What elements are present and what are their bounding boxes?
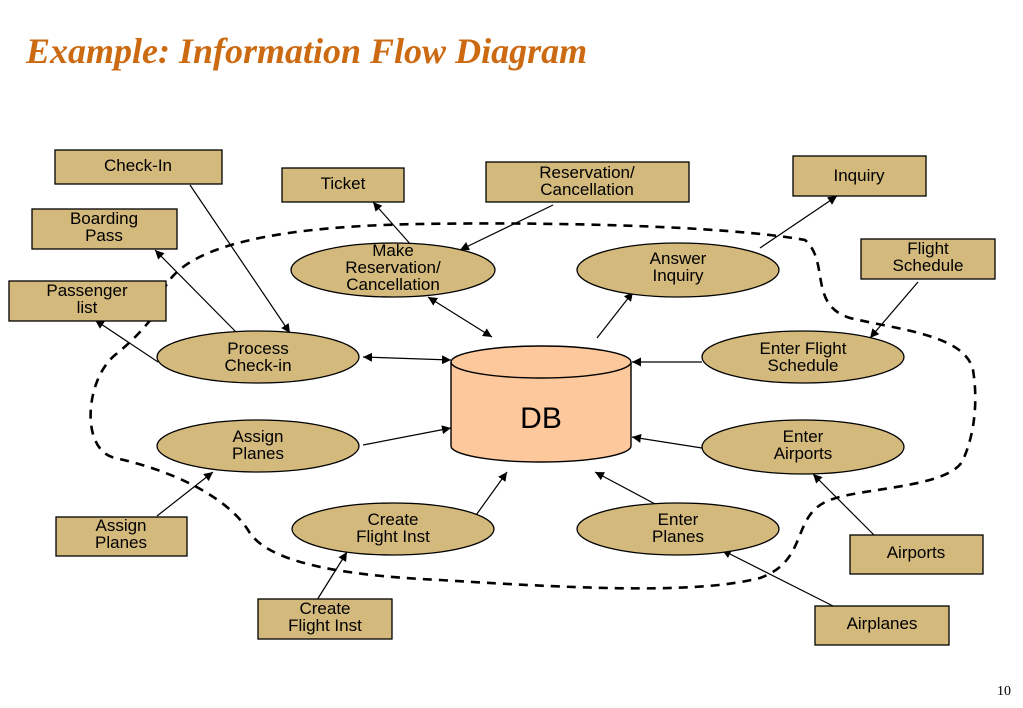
page-title: Example: Information Flow Diagram: [26, 31, 588, 71]
external-checkin: Check-In: [54, 149, 223, 185]
arrow-airports-to-enter-airports: [812, 473, 876, 537]
process-label-line: Planes: [652, 527, 704, 546]
external-label: Inquiry: [833, 166, 885, 185]
process-label-line: Planes: [232, 444, 284, 463]
external-label-line: Boarding: [70, 209, 138, 228]
arrow-checkin-to-process-checkin: [189, 184, 291, 334]
external-label-line: Pass: [85, 226, 123, 245]
process-label-line: Enter: [658, 510, 699, 529]
arrow-assign-planes-ext-to-assign-planes: [156, 471, 214, 517]
arrow-airplanes-to-enter-planes: [721, 549, 834, 607]
external-label-line: list: [77, 298, 98, 317]
external-label: Ticket: [321, 174, 366, 193]
process-label-line: Airports: [774, 444, 833, 463]
process-label-line: Check-in: [224, 356, 291, 375]
process-label-line: Reservation/: [345, 258, 441, 277]
process-label-line: Cancellation: [346, 275, 440, 294]
flow-arrows: [94, 184, 919, 607]
svg-text:Reservation/Cancellation: Reservation/Cancellation: [539, 163, 635, 199]
arrow-reservation-to-make-reservation: [459, 204, 554, 251]
process-label-line: Enter: [783, 427, 824, 446]
process-label-line: Schedule: [768, 356, 839, 375]
external-label-line: Flight Inst: [288, 616, 362, 635]
arrow-db-to-answer-inquiry: [596, 291, 634, 339]
database-label: DB: [520, 402, 562, 435]
external-label-line: Planes: [95, 533, 147, 552]
process-label-line: Flight Inst: [356, 527, 430, 546]
process-label-line: Assign: [232, 427, 283, 446]
arrow-create-flight-inst-to-db: [473, 471, 508, 519]
arrow-make-reservation-db: [427, 296, 493, 338]
external-label-line: Flight: [907, 239, 949, 258]
process-label-line: Create: [367, 510, 418, 529]
page-number: 10: [997, 684, 1011, 699]
external-label-line: Assign: [95, 516, 146, 535]
arrow-assign-planes-to-db: [362, 425, 452, 446]
external-label-line: Reservation/: [539, 163, 635, 182]
external-label-line: Schedule: [893, 256, 964, 275]
arrow-process-checkin-db: [362, 352, 452, 365]
external-label-line: Passenger: [46, 281, 128, 300]
external-label-line: Create: [299, 599, 350, 618]
external-label: Airports: [887, 543, 946, 562]
external-reservation: Reservation/Cancellation: [485, 161, 690, 203]
process-label-line: Make: [372, 241, 414, 260]
process-label-line: Process: [227, 339, 288, 358]
arrow-answer-inquiry-to-inquiry: [759, 195, 838, 249]
external-label: Airplanes: [847, 614, 918, 633]
external-airplanes: Airplanes: [814, 605, 950, 646]
arrow-make-reservation-to-ticket: [372, 201, 413, 247]
external-ticket: Ticket: [281, 167, 405, 203]
process-label-line: Inquiry: [652, 266, 704, 285]
external-label-line: Cancellation: [540, 180, 634, 199]
arrow-enter-planes-to-db: [594, 471, 658, 506]
arrow-enter-airports-to-db: [631, 433, 703, 449]
system-boundary: [89, 222, 977, 590]
process-label-line: Answer: [650, 249, 707, 268]
arrow-flight-schedule-to-enter-flight-schedule: [869, 281, 919, 339]
external-airports: Airports: [849, 534, 984, 575]
database: DB: [450, 345, 632, 463]
process-label-line: Enter Flight: [760, 339, 847, 358]
arrow-create-flight-inst-ext-to-create-flight-inst: [316, 551, 348, 601]
arrow-process-checkin-to-boarding-pass: [154, 249, 238, 334]
external-inquiry: Inquiry: [792, 155, 927, 197]
arrow-process-checkin-to-passenger-list: [94, 319, 159, 363]
external-label: Check-In: [104, 156, 172, 175]
